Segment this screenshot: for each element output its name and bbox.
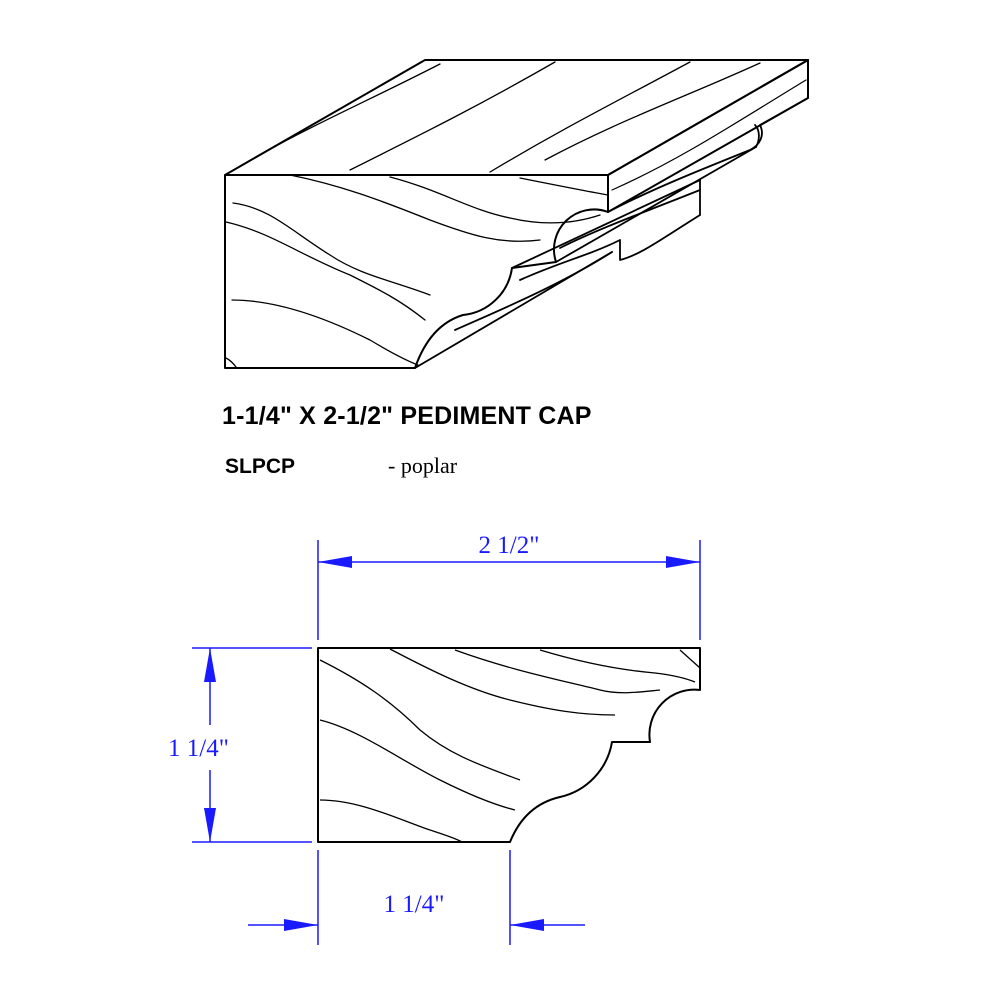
product-title: 1-1/4" X 2-1/2" PEDIMENT CAP <box>222 402 592 430</box>
profile-extrusion <box>414 97 809 369</box>
arrow-left <box>318 556 352 568</box>
dim-bottom-width-label: 1 1/4" <box>384 891 445 918</box>
front-grain <box>225 174 609 368</box>
arrow-up <box>204 648 216 682</box>
dim-width-label: 2 1/2" <box>479 532 540 559</box>
isometric-view <box>224 59 809 369</box>
arrow-in-left <box>284 919 318 931</box>
dimension-lines <box>192 540 701 945</box>
product-code: SLPCP <box>225 455 296 478</box>
front-face <box>224 174 609 369</box>
top-grain <box>231 61 761 173</box>
product-material: - poplar <box>388 453 458 478</box>
arrow-down <box>204 808 216 842</box>
top-face <box>224 59 809 176</box>
profile-grain <box>319 648 701 843</box>
arrow-right <box>666 556 700 568</box>
dim-height-label: 1 1/4" <box>168 735 229 762</box>
right-lip <box>607 59 809 213</box>
profile-outline <box>317 647 701 843</box>
arrow-in-right <box>510 919 544 931</box>
profile-view <box>317 647 701 843</box>
